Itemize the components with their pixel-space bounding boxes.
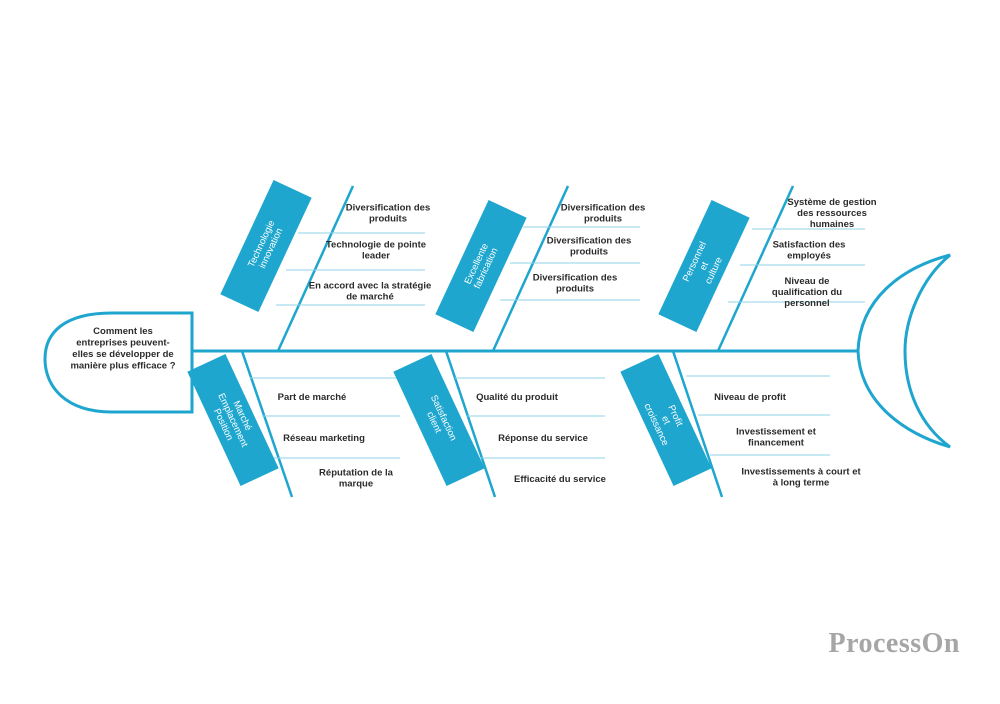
bone-line [276,185,355,352]
text-line: manière plus efficace ? [70,360,175,371]
category-box-fill [220,180,312,312]
text-line: qualification du [772,287,842,298]
text-line: Diversification des [533,272,617,283]
watermark-logo: ProcessOn [828,628,960,659]
bone-line [444,350,497,498]
text-line: entreprises peuvent- [76,337,169,348]
text-line: Réponse du service [498,433,588,444]
text-line: leader [362,250,390,261]
text-line: Qualité du produit [476,392,559,403]
category-box-fill [187,354,279,486]
text-line: employés [787,250,831,261]
text-line: Système de gestion [787,197,876,208]
text-line: marque [339,478,373,489]
fish-head [43,311,194,414]
cause-label: Part de marché [278,392,347,403]
cause-label: Réseau marketing [283,433,365,444]
text-line: produits [556,283,594,294]
text-line: Diversification des [561,202,645,213]
text-line: Diversification des [346,202,430,213]
cause-label: Réponse du service [498,433,588,444]
category-box-fill [620,354,712,486]
text-line: produits [584,213,622,224]
text-line: Investissements à court et [741,466,861,477]
text-line: produits [570,246,608,257]
bone-line [491,185,570,352]
text-line: à long terme [773,477,830,488]
text-line: Niveau de [785,276,830,287]
bone-line [671,350,724,498]
category-box-sat[interactable]: Satisfactionclient [393,354,485,486]
branch-tech: Technologieinnovation Diversification des… [220,180,432,352]
text-line: elles se développer de [72,349,173,360]
category-box-fab[interactable]: Excellentefabrication [435,200,527,332]
text-line: des ressources [797,208,867,219]
text-line: En accord avec la stratégie [309,280,432,291]
text-line: de marché [346,291,394,302]
text-line: Réputation de la [319,467,394,478]
category-box-prof[interactable]: Profitetcroissance [620,354,712,486]
text-line: humaines [810,219,854,230]
cause-label: Qualité du produit [476,392,559,403]
text-line: personnel [784,298,829,309]
text-line: Satisfaction des [773,239,846,250]
category-box-fill [435,200,527,332]
cause-label: Efficacité du service [514,474,606,485]
category-box-tech[interactable]: Technologieinnovation [220,180,312,312]
cause-label: Niveau de profit [714,392,787,403]
category-box-fill [658,200,750,332]
text-line: Niveau de profit [714,392,787,403]
text-line: Technologie de pointe [326,239,426,250]
text-line: financement [748,437,805,448]
text-line: Comment les [93,326,153,337]
fish-tail [856,253,951,449]
text-line: Diversification des [547,235,631,246]
category-box-pers[interactable]: Personneletculture [658,200,750,332]
text-line: Efficacité du service [514,474,606,485]
text-line: produits [369,213,407,224]
text-line: Investissement et [736,426,817,437]
bone-line [240,350,294,498]
bone-line [716,185,795,352]
text-line: Réseau marketing [283,433,365,444]
text-line: Part de marché [278,392,347,403]
category-box-fill [393,354,485,486]
